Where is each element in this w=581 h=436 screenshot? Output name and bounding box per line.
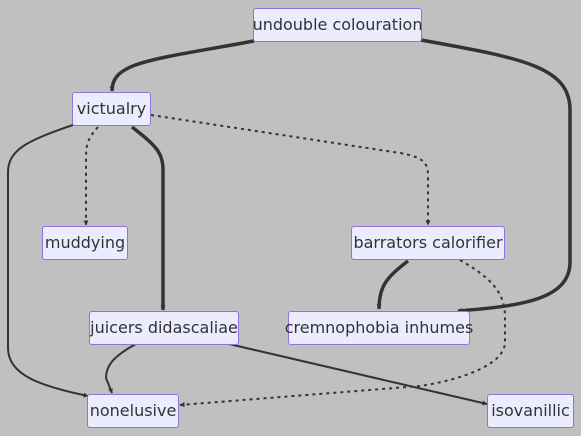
node-juicers-didascaliae[interactable]: juicers didascaliae (89, 311, 239, 345)
edge-juicers-didascaliae-to-nonelusive (104, 343, 137, 394)
edge-barrators-calorifier-to-cremnophobia-inhumes (376, 259, 410, 310)
edge-juicers-didascaliae-to-isovanillic (228, 343, 488, 406)
edge-victualry-to-nonelusive (7, 124, 89, 398)
edge-undouble-colouration-to-victualry (109, 39, 255, 92)
edge-victualry-to-muddying (83, 126, 99, 226)
node-label: cremnophobia inhumes (284, 318, 474, 337)
edge-victualry-to-barrators-calorifier (150, 114, 431, 226)
node-victualry[interactable]: victualry (72, 92, 151, 126)
node-undouble-colouration[interactable]: undouble colouration (253, 8, 422, 42)
node-label: muddying (44, 233, 126, 252)
node-label: isovanillic (491, 401, 570, 420)
node-label: nonelusive (89, 401, 177, 420)
node-label: undouble colouration (252, 15, 423, 34)
node-label: barrators calorifier (353, 233, 503, 252)
edge-undouble-colouration-to-cremnophobia-inhumes (420, 38, 572, 314)
node-muddying[interactable]: muddying (42, 226, 128, 260)
edge-victualry-to-juicers-didascaliae (130, 125, 166, 311)
node-label: juicers didascaliae (90, 318, 238, 337)
node-nonelusive[interactable]: nonelusive (87, 394, 179, 428)
node-label: victualry (76, 99, 147, 118)
node-isovanillic[interactable]: isovanillic (487, 394, 574, 428)
node-cremnophobia-inhumes[interactable]: cremnophobia inhumes (285, 311, 473, 345)
node-barrators-calorifier[interactable]: barrators calorifier (351, 226, 505, 260)
